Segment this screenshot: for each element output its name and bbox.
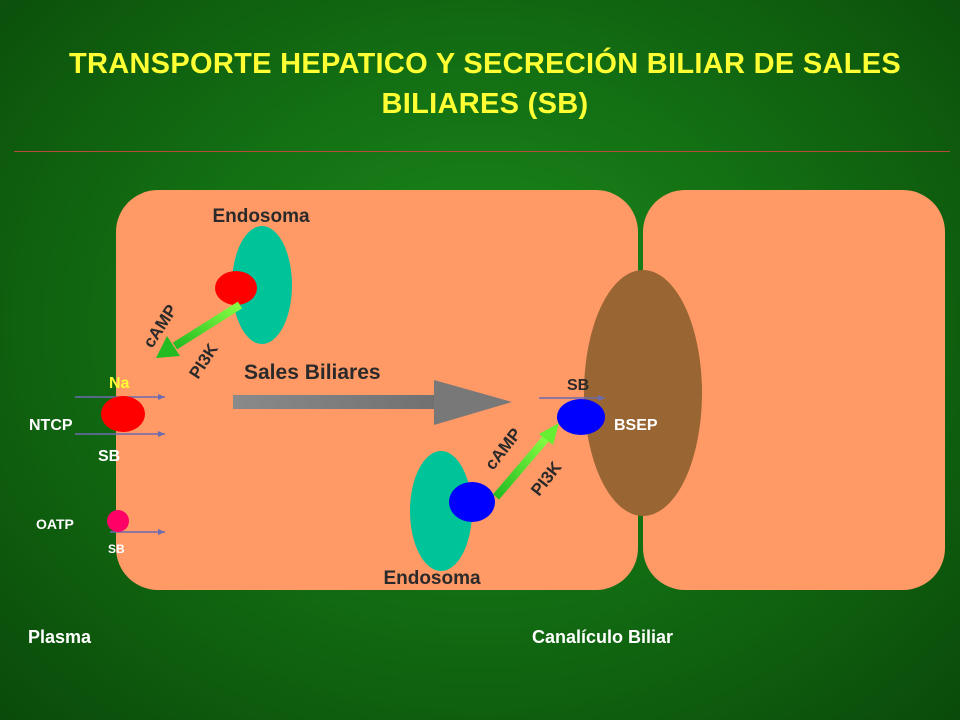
ntcp-name-label: NTCP <box>29 417 73 434</box>
bsep-arrowhead <box>598 395 605 401</box>
endosome-bottom-transporter <box>449 482 495 522</box>
plasma-label: Plasma <box>28 627 92 647</box>
ntcp-out-arrowhead <box>158 431 165 437</box>
canaliculus-label: Canalículo Biliar <box>532 627 673 647</box>
ntcp-in-arrowhead <box>158 394 165 400</box>
oatp-name-label: OATP <box>36 516 74 532</box>
ntcp-transporter <box>101 396 145 432</box>
endosome-top-transporter <box>215 271 257 305</box>
title-line-1: TRANSPORTE HEPATICO Y SECRECIÓN BILIAR D… <box>68 48 902 80</box>
bile-canaliculus <box>584 270 702 516</box>
bsep-sb-label: SB <box>567 377 589 394</box>
ntcp-na-label: Na <box>109 375 130 392</box>
endosome-top <box>232 226 292 344</box>
endosome-bottom <box>410 451 472 571</box>
oatp-sb-label: SB <box>108 542 125 556</box>
title-line-2: BILIARES (SB) <box>381 88 589 120</box>
title-divider <box>14 151 950 152</box>
bsep-transporter <box>557 399 605 435</box>
bile-salt-flow-arrow <box>233 380 512 425</box>
oatp-transporter <box>107 510 129 532</box>
signal-arrow-top <box>156 301 243 358</box>
endosome-top-label: Endosoma <box>212 206 310 227</box>
bile-salt-flow-label: Sales Biliares <box>244 361 381 384</box>
endosome-bottom-label: Endosoma <box>383 568 481 589</box>
hepatocyte-left <box>116 190 638 590</box>
signal-arrow-bottom <box>492 423 559 500</box>
page-title: TRANSPORTE HEPATICO Y SECRECIÓN BILIAR D… <box>20 44 950 124</box>
bsep-name-label: BSEP <box>614 417 658 434</box>
oatp-arrowhead <box>158 529 165 535</box>
ntcp-sb-label: SB <box>98 448 120 465</box>
hepatocyte-right <box>643 190 945 590</box>
